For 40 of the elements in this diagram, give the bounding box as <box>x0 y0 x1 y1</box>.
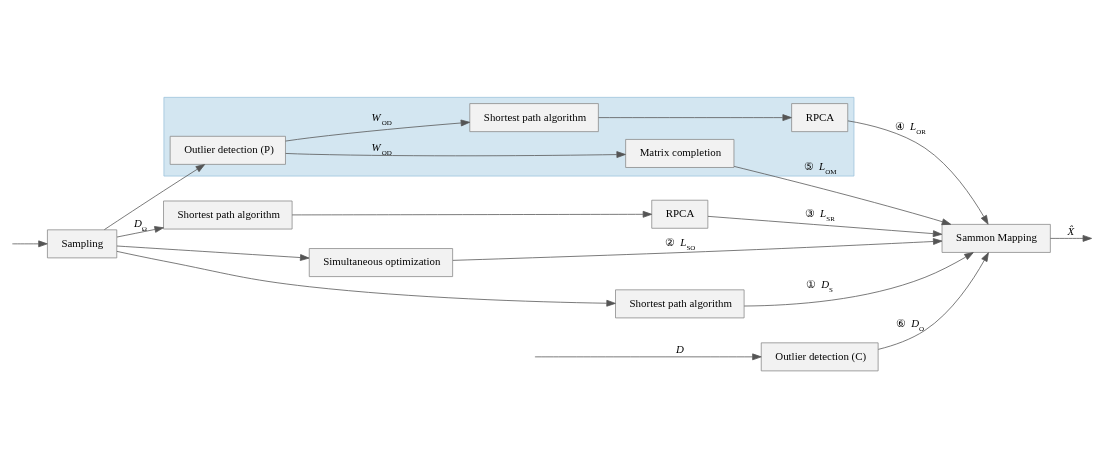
node-box: Outlier detection (P) <box>169 135 286 165</box>
node-box: Shortest path algorithm <box>163 200 293 230</box>
arrow <box>847 120 989 225</box>
arrow <box>104 164 206 230</box>
arrow <box>285 119 471 142</box>
arrow <box>743 252 974 307</box>
edge-label: ① D$_{S}$ <box>806 278 833 295</box>
node-box: Matrix completion <box>625 139 735 168</box>
arrow <box>452 238 943 261</box>
edge-label: ③ L$_{SR}$ <box>805 206 835 223</box>
arrow <box>877 252 989 350</box>
edge-label: ⑤ L$_{OM}$ <box>804 159 837 176</box>
node-box: RPCA <box>791 103 849 133</box>
edge-label: ② L$_{SO}$ <box>665 236 696 253</box>
arrow <box>733 166 952 226</box>
arrow <box>116 251 616 307</box>
arrow <box>1050 235 1092 242</box>
node-box: RPCA <box>651 199 709 229</box>
edge-label: ④ L$_{OR}$ <box>895 120 927 137</box>
node-box: Sampling <box>47 229 118 259</box>
arrow <box>116 226 164 238</box>
edge-label: W$_{OD}$ <box>371 110 392 127</box>
edge-label: D <box>675 343 684 356</box>
node-box: Outlier detection (C) <box>760 342 879 372</box>
cluster <box>163 96 855 177</box>
edge-label: X̂ <box>1067 224 1075 237</box>
edge-label: D$_{Ω}$ <box>133 216 147 233</box>
arrow <box>534 353 762 361</box>
node-box: Shortest path algorithm <box>469 103 599 133</box>
arrow <box>707 215 943 237</box>
arrow <box>291 210 653 218</box>
node-box: Simultaneous optimization <box>308 248 454 277</box>
arrow <box>285 151 626 158</box>
edge-label: W$_{OD}$ <box>371 140 392 157</box>
node-box: Shortest path algorithm <box>615 289 745 319</box>
arrow <box>116 245 310 261</box>
arrow <box>12 240 48 248</box>
node-box: Sammon Mapping <box>941 224 1051 253</box>
edge-label: ⑥ D$_{O}$ <box>896 316 925 333</box>
arrow <box>598 114 792 121</box>
